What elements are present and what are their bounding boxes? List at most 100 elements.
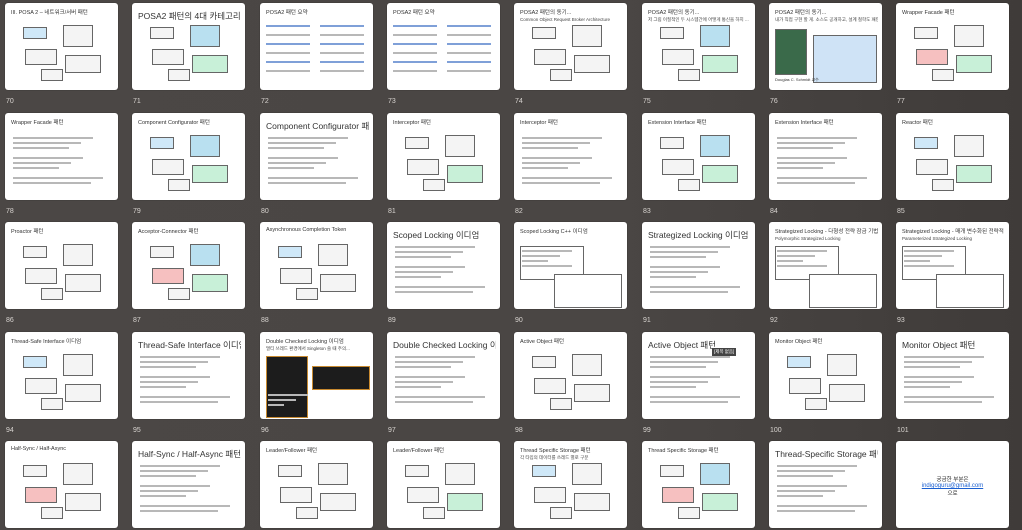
- text-line: [522, 137, 602, 139]
- text-line: [140, 475, 196, 477]
- slide-thumbnail[interactable]: Double Checked Locking 이디엄: [387, 332, 500, 419]
- text-line: [777, 485, 847, 487]
- diagram-box: [914, 137, 938, 149]
- slide-thumbnail[interactable]: Active Object 패턴: [514, 332, 627, 419]
- diagram-box: [280, 487, 312, 503]
- slide-thumbnail[interactable]: POSA2 패턴의 4대 카테고리: [132, 3, 245, 90]
- slide-thumbnail[interactable]: Component Configurator 패턴: [132, 113, 245, 200]
- slide-thumbnail[interactable]: Thread-Specific Storage 패턴: [769, 441, 882, 528]
- text-line: [447, 34, 491, 36]
- text-line: [13, 142, 81, 144]
- slide-number: 87: [133, 317, 141, 324]
- slide-thumbnail[interactable]: Half-Sync / Half-Async 패턴: [132, 441, 245, 528]
- text-line: [650, 291, 728, 293]
- slide-thumbnail[interactable]: Leader/Follower 패턴: [260, 441, 373, 528]
- diagram-box: [700, 135, 730, 157]
- code-block: [266, 356, 308, 418]
- diagram-box: [23, 246, 47, 258]
- diagram-box: [532, 27, 556, 39]
- slide-number: 100: [770, 427, 782, 434]
- diagram-box: [805, 398, 827, 410]
- text-line: [140, 465, 220, 467]
- slide-thumbnail[interactable]: Reactor 패턴: [896, 113, 1009, 200]
- slide-thumbnail[interactable]: POSA2 패턴의 동기...Common Object Request Bro…: [514, 3, 627, 90]
- slide-thumbnail[interactable]: Asynchronous Completion Token: [260, 222, 373, 309]
- slide-thumbnail[interactable]: Half-Sync / Half-Async: [5, 441, 118, 528]
- slide-thumbnail[interactable]: Wrapper Facade 패턴: [896, 3, 1009, 90]
- text-line: [268, 142, 336, 144]
- slide-thumbnail[interactable]: POSA2 패턴 요약: [260, 3, 373, 90]
- slide-number: 94: [6, 427, 14, 434]
- diagram-box: [702, 55, 738, 73]
- text-line: [904, 376, 974, 378]
- slide-thumbnail[interactable]: Thread-Safe Interface 이디엄: [132, 332, 245, 419]
- slide-thumbnail[interactable]: Thread-Safe Interface 이디엄: [5, 332, 118, 419]
- photo: [775, 29, 807, 75]
- diagram-box: [550, 398, 572, 410]
- slide-thumbnail[interactable]: Monitor Object 패턴: [769, 332, 882, 419]
- text-line: [777, 147, 833, 149]
- slide-thumbnail[interactable]: Component Configurator 패턴: [260, 113, 373, 200]
- slide-title: Thread-Safe Interface 이디엄: [138, 340, 241, 350]
- diagram-box: [445, 463, 475, 485]
- text-line: [13, 162, 71, 164]
- slide-title: POSA2 패턴의 4대 카테고리: [138, 11, 241, 21]
- email-link[interactable]: indigoguru@gmail.com: [921, 483, 984, 489]
- text-line: [395, 366, 451, 368]
- diagram-box: [296, 507, 318, 519]
- slide-thumbnail[interactable]: POSA2 패턴의 동기...내가 직접 구현 할 게. 소스도 공개하고, 설…: [769, 3, 882, 90]
- text-line: [904, 265, 954, 267]
- text-line: [777, 182, 855, 184]
- closing-suffix: 으로: [947, 491, 958, 497]
- slide-thumbnail[interactable]: Interceptor 패턴: [514, 113, 627, 200]
- slide-thumbnail[interactable]: POSA2 패턴의 동기...저 그림 이질적인 두 시스템간에 어떻게 통신을…: [642, 3, 755, 90]
- diagram-box: [23, 27, 47, 39]
- text-line: [777, 167, 823, 169]
- diagram-box: [660, 465, 684, 477]
- slide-thumbnail[interactable]: III. POSA 2 – 네트워크/서버 패턴: [5, 3, 118, 90]
- slide-thumbnail[interactable]: Monitor Object 패턴: [896, 332, 1009, 419]
- slide-subtitle: Common Object Request Broker Architectur…: [520, 17, 611, 22]
- diagram-box: [152, 268, 184, 284]
- slide-thumbnail[interactable]: Extension Interface 패턴: [769, 113, 882, 200]
- text-line: [777, 510, 855, 512]
- slide-thumbnail[interactable]: Strategized Locking 이디엄: [642, 222, 755, 309]
- slide-thumbnail[interactable]: Thread Specific Storage 패턴: [642, 441, 755, 528]
- diagram-box: [168, 179, 190, 191]
- diagram-box: [407, 159, 439, 175]
- slide-thumbnail[interactable]: POSA2 패턴 요약: [387, 3, 500, 90]
- slide-thumbnail[interactable]: Interceptor 패턴: [387, 113, 500, 200]
- slide-thumbnail[interactable]: Scoped Locking C++ 이디엄: [514, 222, 627, 309]
- text-line: [904, 401, 982, 403]
- text-line: [395, 246, 475, 248]
- diagram-box: [152, 159, 184, 175]
- slide-thumbnail[interactable]: Acceptor-Connector 패턴: [132, 222, 245, 309]
- diagram-box: [23, 465, 47, 477]
- slide-thumbnail[interactable]: Scoped Locking 이디엄: [387, 222, 500, 309]
- slide-title: POSA2 패턴의 동기...: [648, 10, 700, 16]
- text-line: [395, 276, 441, 278]
- slide-number: 70: [6, 98, 14, 105]
- slide-thumbnail[interactable]: Extension Interface 패턴: [642, 113, 755, 200]
- slide-title: Strategized Locking 이디엄: [648, 230, 749, 240]
- text-line: [395, 396, 485, 398]
- slide-title: Component Configurator 패턴: [138, 120, 210, 126]
- diagram-box: [25, 487, 57, 503]
- text-line: [266, 34, 310, 36]
- slide-thumbnail[interactable]: Wrapper Facade 패턴: [5, 113, 118, 200]
- diagram-box: [662, 159, 694, 175]
- text-line: [395, 401, 473, 403]
- slide-thumbnail[interactable]: Proactor 패턴: [5, 222, 118, 309]
- slide-thumbnail[interactable]: Active Object 패턴[제목 없음]: [642, 332, 755, 419]
- diagram-box: [25, 268, 57, 284]
- text-line: [904, 381, 962, 383]
- slide-thumbnail[interactable]: Leader/Follower 패턴: [387, 441, 500, 528]
- slide-title: Active Object 패턴: [648, 340, 717, 350]
- closing-text: 궁금한 부분은: [936, 477, 969, 483]
- diagram-box: [956, 165, 992, 183]
